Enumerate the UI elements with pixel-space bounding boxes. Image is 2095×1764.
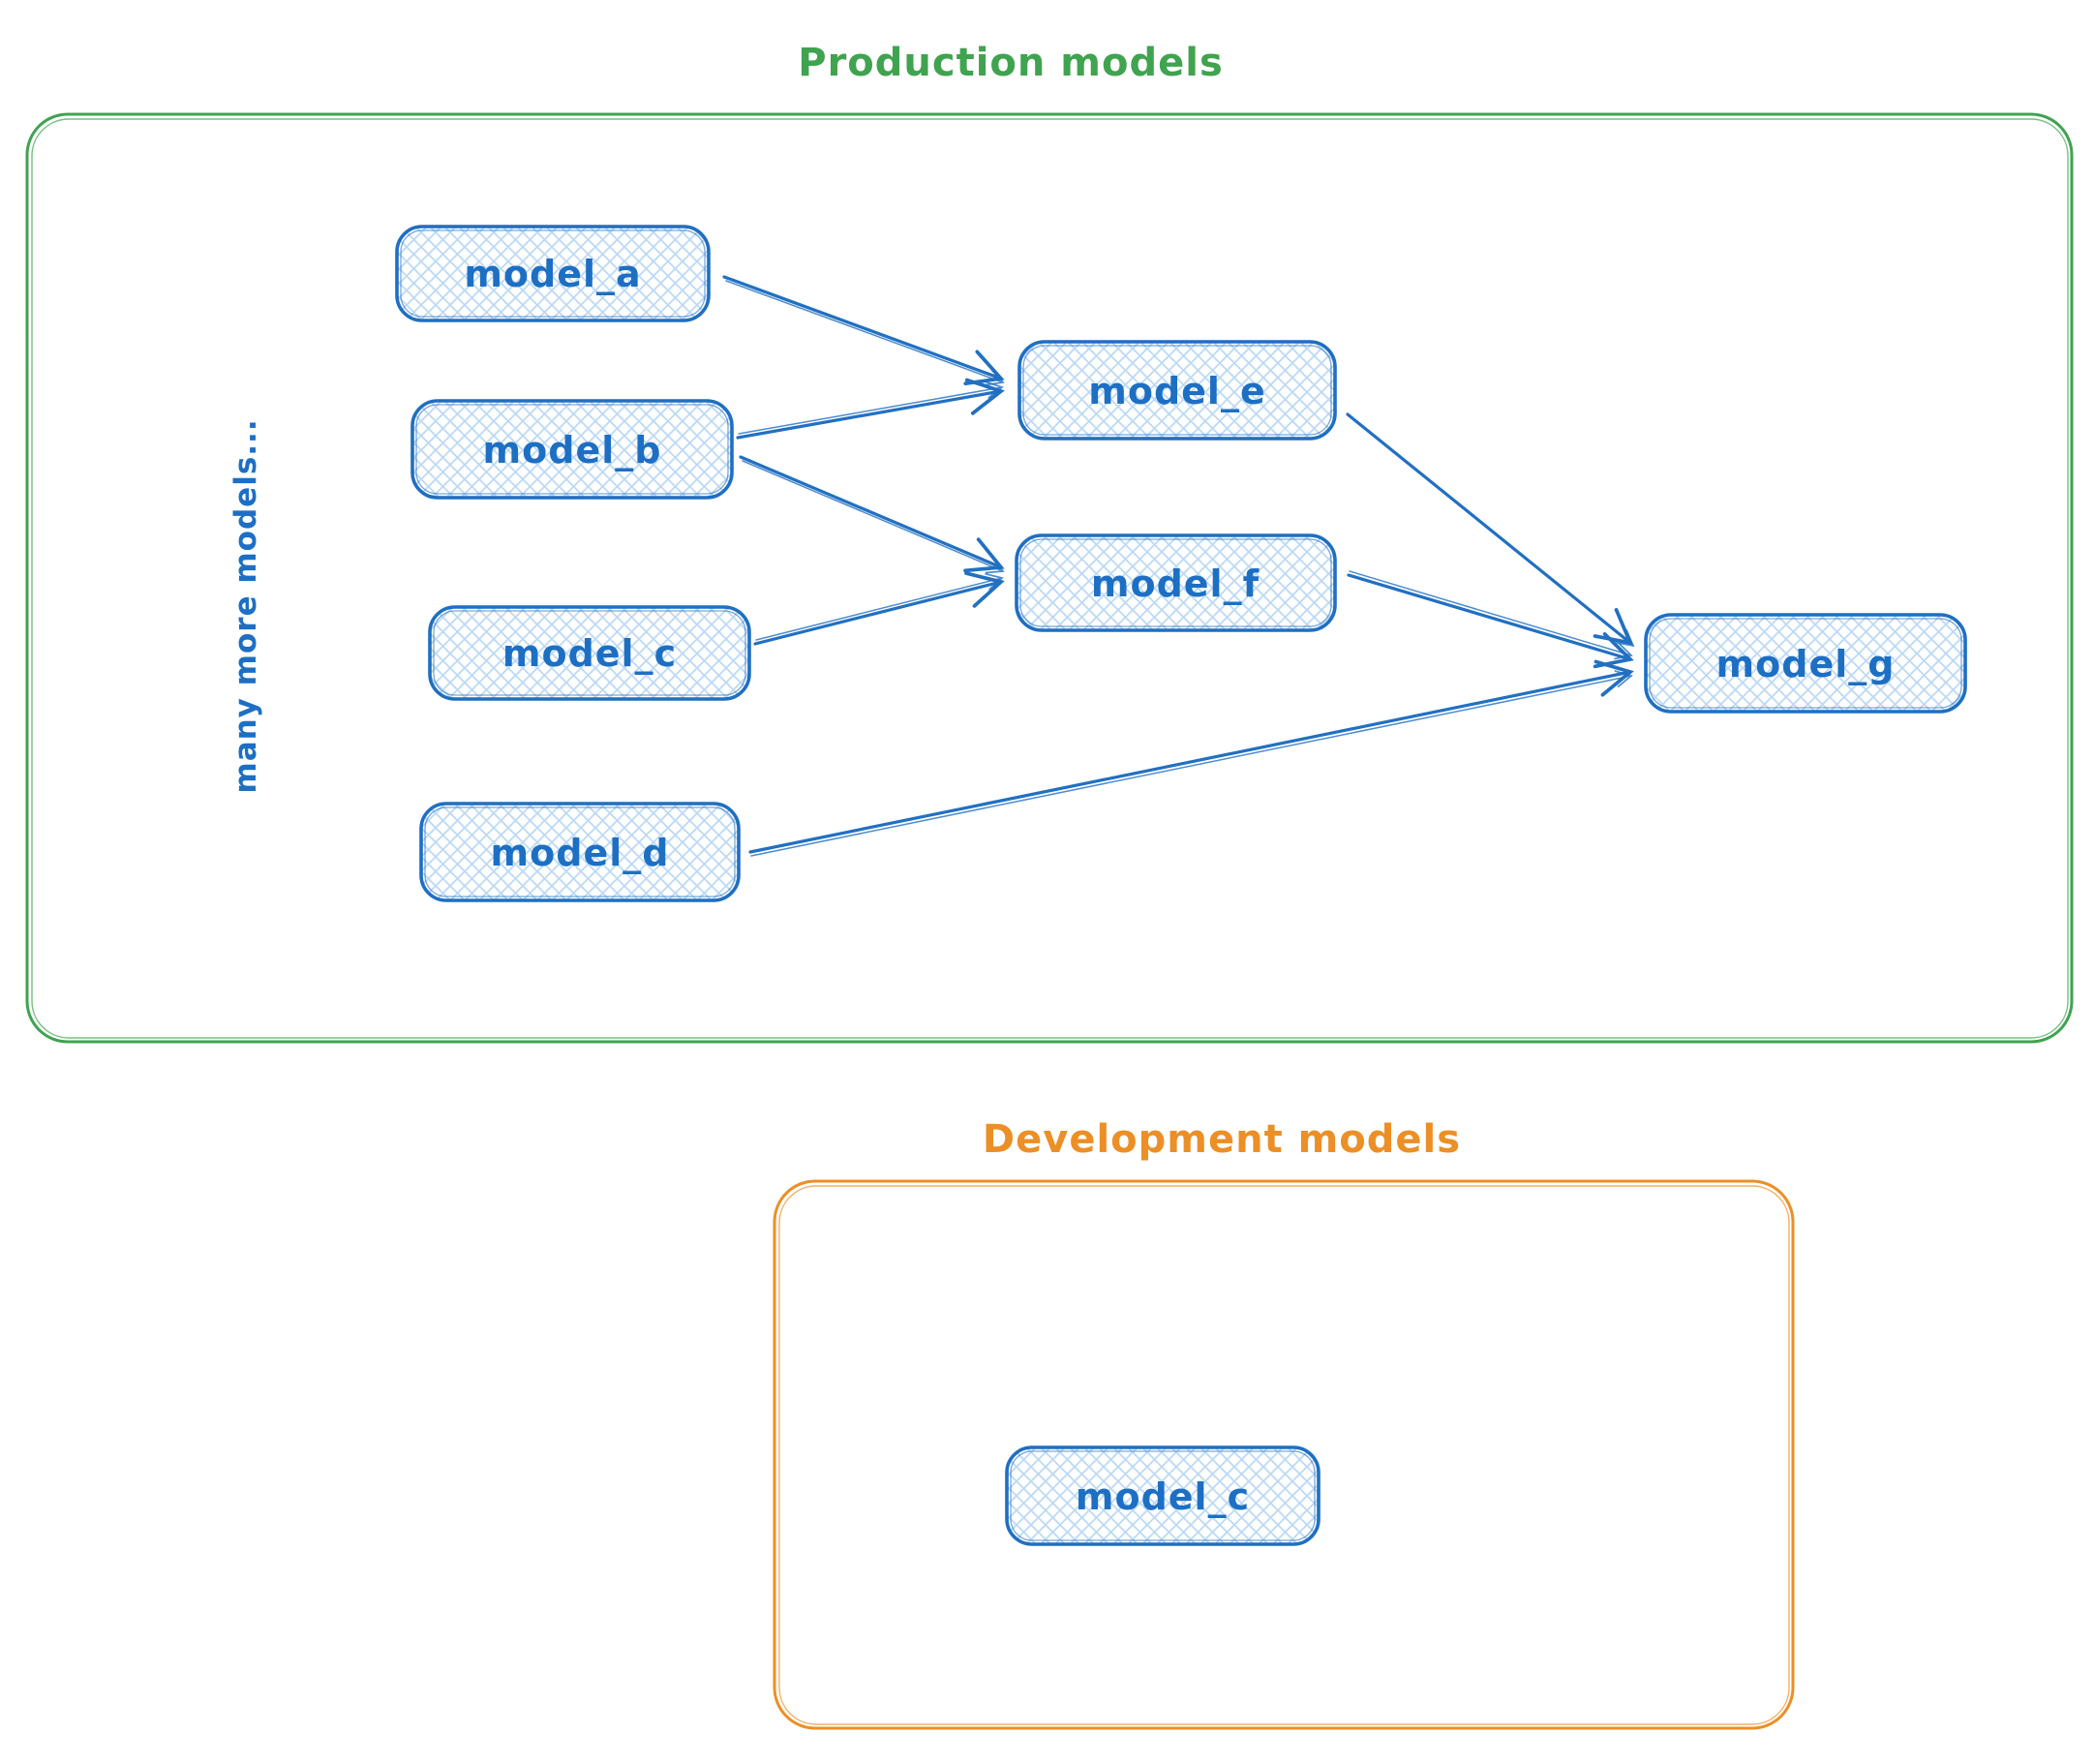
node-dev-model-c-box-sketch bbox=[1010, 1450, 1316, 1541]
node-model-g-label: model_g bbox=[1716, 643, 1896, 685]
edge-model-b-to-model-f bbox=[739, 455, 1005, 574]
production-group-title: Production models bbox=[798, 41, 1224, 85]
development-group-frame bbox=[773, 1179, 1795, 1730]
node-model-f-box bbox=[1015, 533, 1337, 632]
development-frame-box-sketch bbox=[778, 1185, 1790, 1725]
edge-model-b-to-model-e bbox=[736, 378, 1005, 440]
node-model-f: model_f bbox=[1015, 533, 1337, 632]
node-model-b-box-sketch bbox=[415, 404, 729, 495]
node-model-c-box-sketch bbox=[433, 610, 746, 696]
node-model-b: model_b bbox=[410, 399, 734, 500]
node-model-a-box-sketch bbox=[400, 229, 706, 318]
node-model-c: model_c bbox=[428, 605, 751, 701]
node-dev-model-c-label: model_c bbox=[1076, 1475, 1250, 1518]
node-model-b-label: model_b bbox=[483, 429, 662, 471]
node-model-g: model_g bbox=[1644, 613, 1967, 714]
edge-model-c-to-model-f bbox=[753, 571, 1005, 646]
node-dev-model-c-box bbox=[1005, 1445, 1321, 1546]
node-model-g-box bbox=[1644, 613, 1967, 714]
edge-model-e-to-model-g bbox=[1346, 412, 1635, 648]
node-model-c-label: model_c bbox=[502, 632, 677, 675]
edge-model-f-to-model-g bbox=[1347, 570, 1634, 669]
node-model-f-label: model_f bbox=[1091, 563, 1260, 605]
production-frame-box-sketch bbox=[31, 118, 2069, 1039]
node-model-e: model_e bbox=[1017, 340, 1337, 441]
node-dev-model-c: model_c bbox=[1005, 1445, 1321, 1546]
production-group-frame bbox=[25, 112, 2074, 1044]
node-model-d-label: model_d bbox=[491, 832, 670, 874]
node-model-a: model_a bbox=[395, 225, 711, 322]
edge-model-a-to-model-e bbox=[722, 275, 1005, 386]
node-model-d: model_d bbox=[419, 802, 741, 902]
node-model-d-box bbox=[419, 802, 741, 902]
node-model-g-box-sketch bbox=[1649, 618, 1962, 709]
node-model-e-box bbox=[1017, 340, 1337, 441]
many-more-models-note: many more models... bbox=[228, 418, 263, 793]
production-frame-box bbox=[25, 112, 2074, 1044]
development-frame-box bbox=[773, 1179, 1795, 1730]
node-model-e-label: model_e bbox=[1088, 370, 1265, 412]
node-model-e-box-sketch bbox=[1022, 345, 1332, 436]
edge-model-d-to-model-g bbox=[748, 659, 1634, 857]
node-model-f-box-sketch bbox=[1019, 538, 1332, 627]
node-model-c-box bbox=[428, 605, 751, 701]
development-group-title: Development models bbox=[983, 1117, 1461, 1162]
node-model-b-box bbox=[410, 399, 734, 500]
node-model-a-label: model_a bbox=[464, 253, 641, 295]
node-model-a-box bbox=[395, 225, 711, 322]
node-model-d-box-sketch bbox=[424, 806, 736, 897]
